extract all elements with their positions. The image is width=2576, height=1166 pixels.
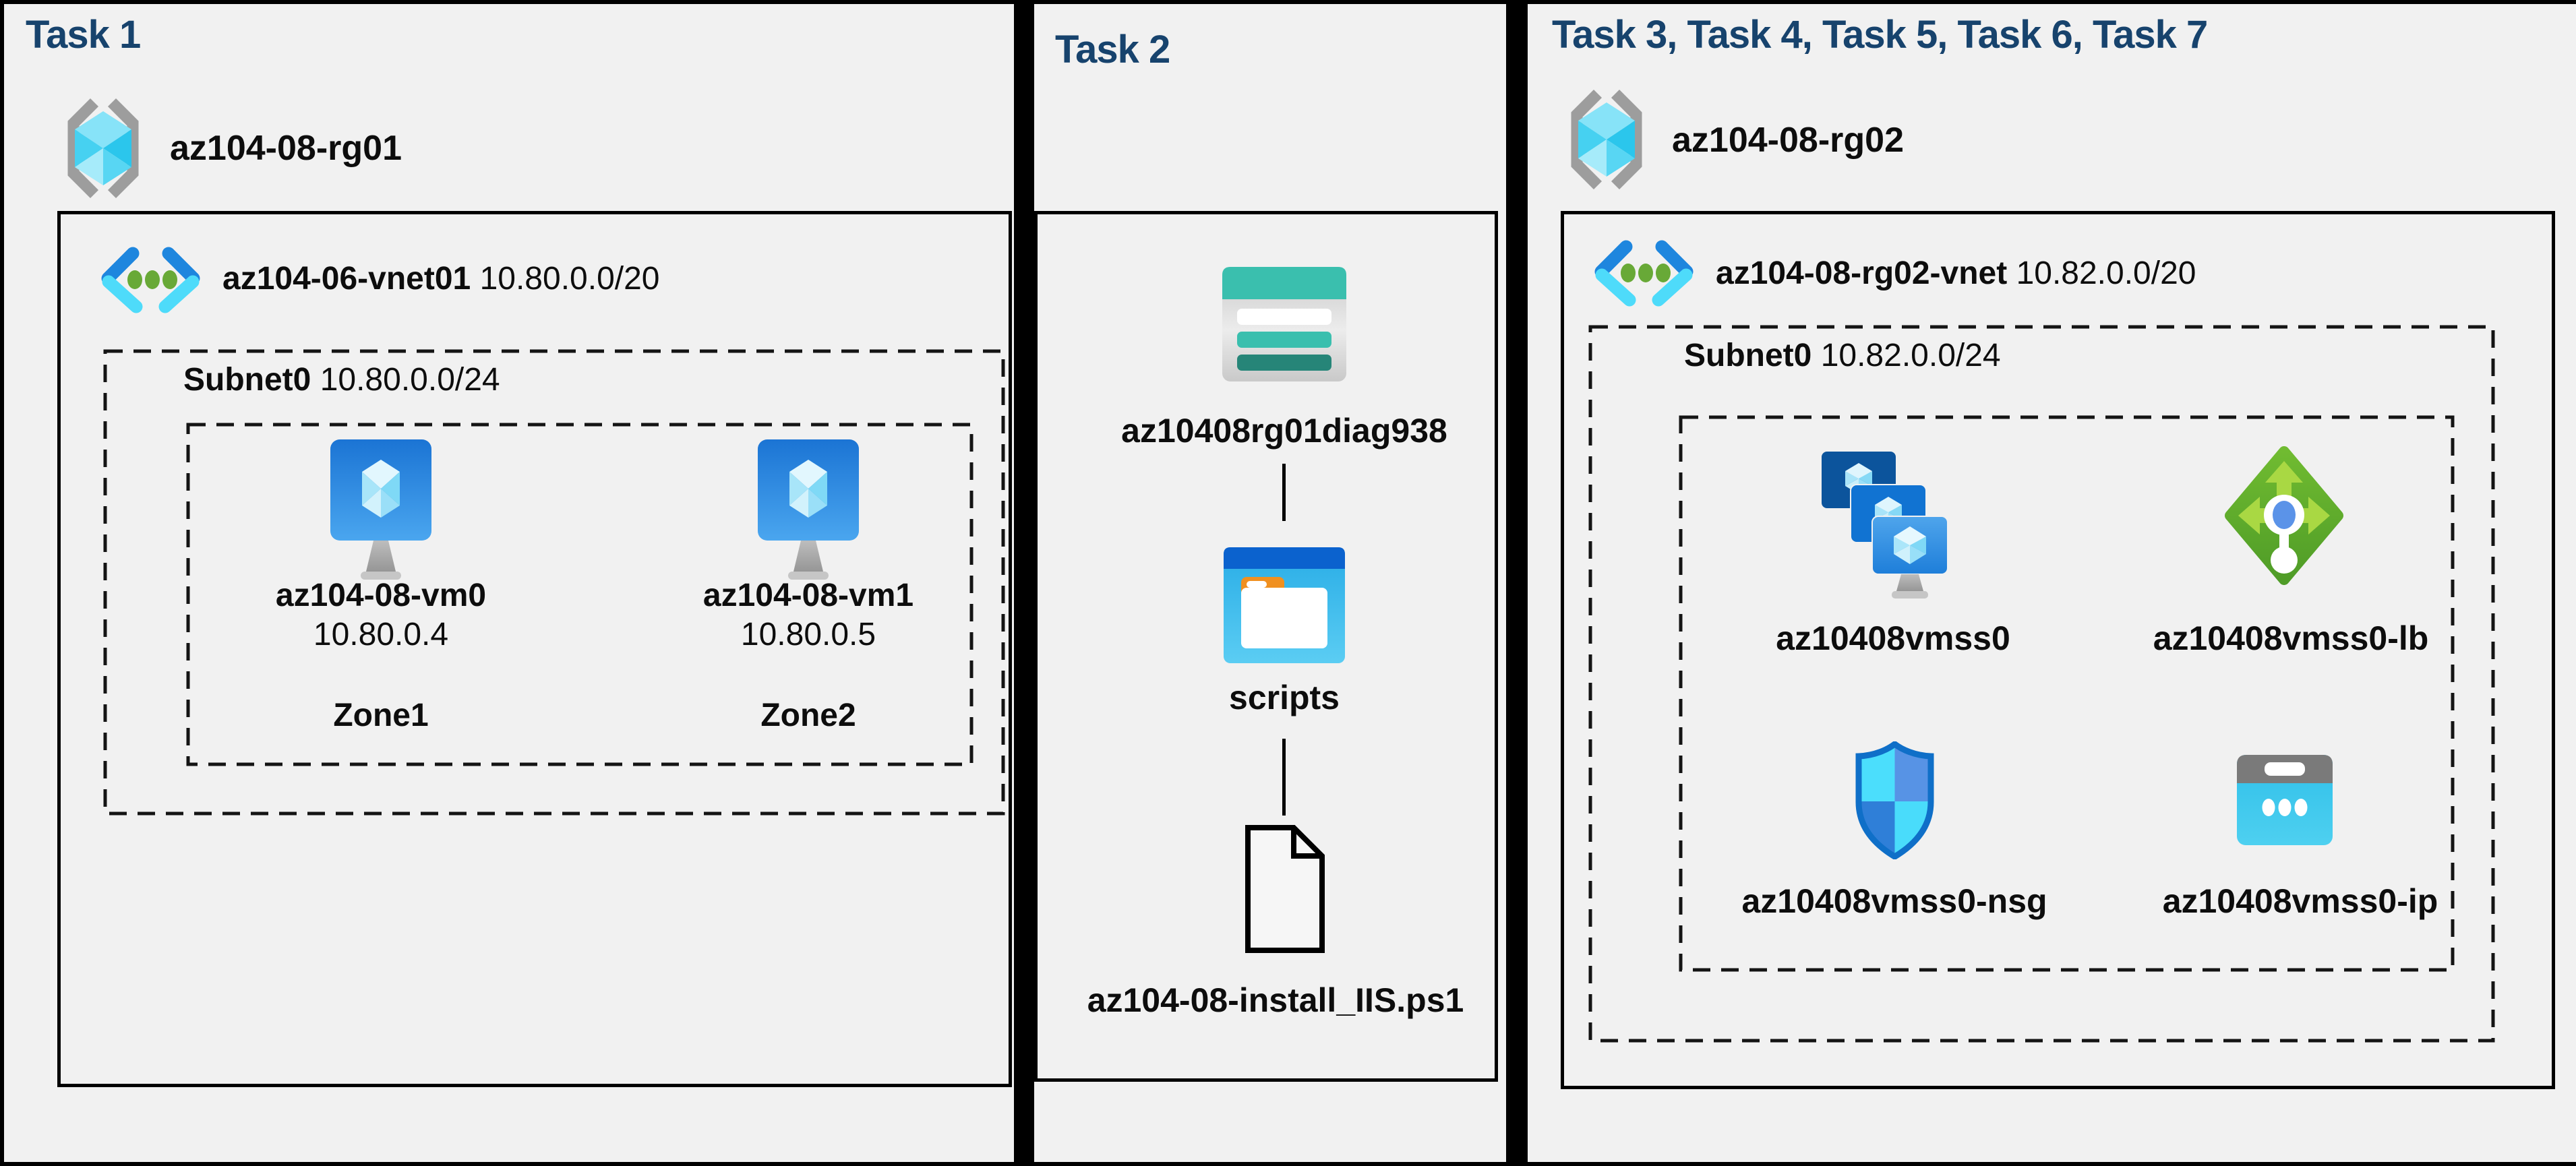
subnet-label: Subnet0 10.80.0.0/24 xyxy=(183,361,500,398)
panel2-title: Task 2 xyxy=(1055,28,1170,71)
subnet-cidr: 10.80.0.0/24 xyxy=(320,362,500,398)
subnet-name: Subnet0 xyxy=(1684,338,1812,373)
vm-scale-set-icon xyxy=(1820,450,1948,599)
resource-group-label: az104-08-rg02 xyxy=(1672,121,1904,160)
vnet-cidr: 10.82.0.0/20 xyxy=(2016,255,2196,291)
virtual-network-icon xyxy=(1594,240,1694,307)
connector-scripts-file xyxy=(1282,739,1286,816)
file-icon xyxy=(1245,825,1325,953)
panel-separator-1 xyxy=(1014,0,1034,1166)
vnet-name: az104-06-vnet01 xyxy=(222,261,471,297)
scripts-label: scripts xyxy=(1229,679,1340,716)
public-ip-label: az10408vmss0-ip xyxy=(2162,882,2438,920)
load-balancer-icon xyxy=(2225,446,2343,585)
vm-name: az104-08-vm0 xyxy=(275,578,487,613)
frame-bottom-edge xyxy=(0,1162,2576,1166)
vmss-resource-boundary xyxy=(1679,415,2455,972)
subnet-boundary xyxy=(1588,325,2495,1043)
public-ip-icon xyxy=(2237,755,2333,845)
vm-ip: 10.80.0.5 xyxy=(740,617,876,652)
script-file-label: az104-08-install_IIS.ps1 xyxy=(1087,981,1464,1019)
vmss-label: az10408vmss0 xyxy=(1776,619,2010,657)
vm-zone: Zone1 xyxy=(333,698,429,733)
resource-group-icon xyxy=(1571,89,1642,190)
vnet-cidr: 10.80.0.0/20 xyxy=(479,261,660,297)
nsg-label: az10408vmss0-nsg xyxy=(1741,882,2047,920)
resource-group-icon xyxy=(67,98,139,199)
subnet-name: Subnet0 xyxy=(183,362,311,398)
vm-zone-boundary xyxy=(186,423,974,766)
panel1-title: Task 1 xyxy=(26,13,141,57)
vnet-boundary xyxy=(57,211,1012,1087)
panel-separator-2 xyxy=(1506,0,1528,1166)
vnet-boundary xyxy=(1561,211,2555,1089)
storage-account-icon xyxy=(1222,267,1346,381)
storage-account-label: az10408rg01diag938 xyxy=(1121,412,1447,450)
virtual-machine-icon xyxy=(758,439,859,580)
vm-name: az104-08-vm1 xyxy=(702,578,914,613)
subnet-cidr: 10.82.0.0/24 xyxy=(1820,338,2001,373)
connector-storage-scripts xyxy=(1282,464,1286,521)
subnet-label: Subnet0 10.82.0.0/24 xyxy=(1684,337,2001,374)
virtual-machine-icon xyxy=(330,439,431,580)
vnet-label: az104-08-rg02-vnet 10.82.0.0/20 xyxy=(1716,255,2196,292)
resource-group-label: az104-08-rg01 xyxy=(170,129,402,168)
virtual-network-icon xyxy=(101,247,200,313)
panel3-title: Task 3, Task 4, Task 5, Task 6, Task 7 xyxy=(1552,13,2208,57)
frame-top-edge xyxy=(0,0,2576,4)
folder-icon xyxy=(1224,547,1345,663)
vnet-name: az104-08-rg02-vnet xyxy=(1716,255,2008,291)
vnet-label: az104-06-vnet01 10.80.0.0/20 xyxy=(222,260,659,297)
frame-left-edge xyxy=(0,0,4,1166)
panel2-box xyxy=(1034,211,1498,1082)
network-security-group-icon xyxy=(1855,741,1934,859)
vm-ip: 10.80.0.4 xyxy=(313,617,449,652)
vm-zone: Zone2 xyxy=(760,698,856,733)
load-balancer-label: az10408vmss0-lb xyxy=(2153,619,2429,657)
